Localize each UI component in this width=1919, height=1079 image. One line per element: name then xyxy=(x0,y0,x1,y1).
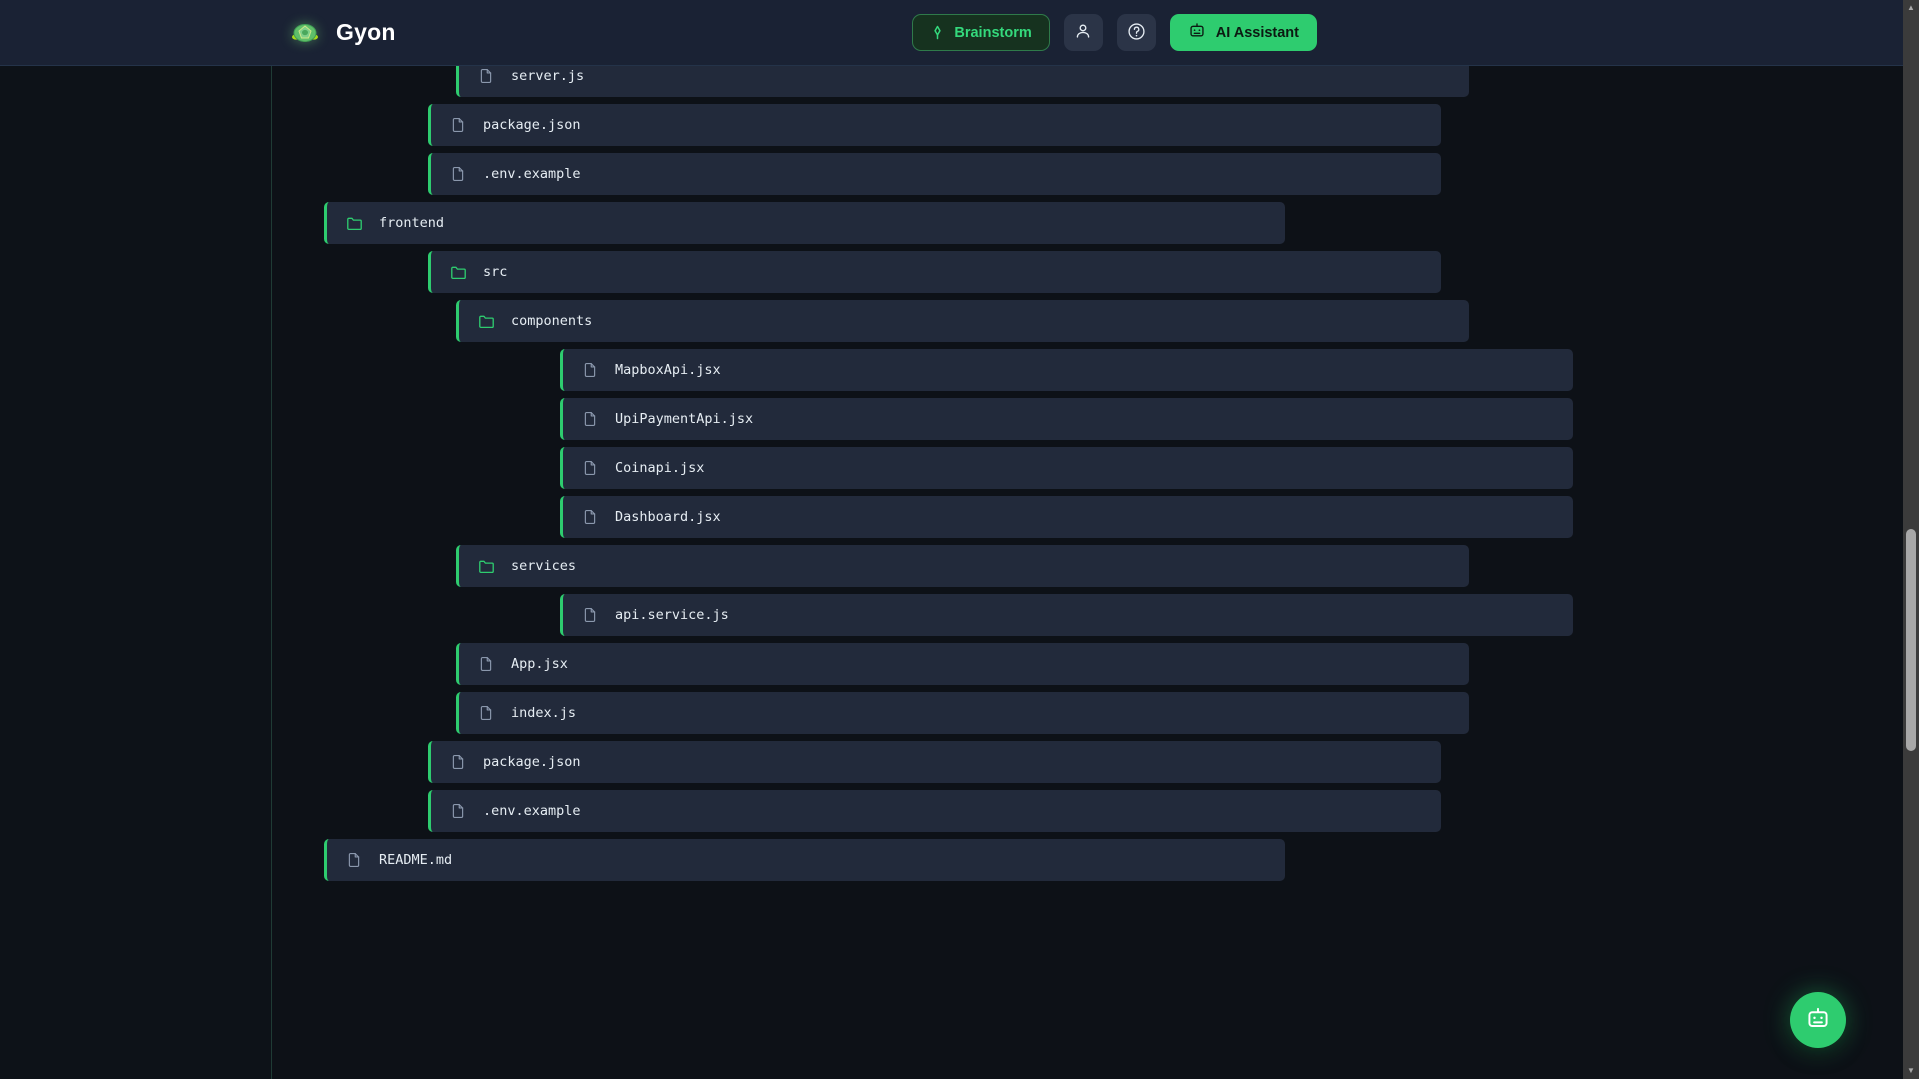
tree-row-label: Dashboard.jsx xyxy=(615,509,721,525)
file-document-icon xyxy=(581,410,599,428)
folder-icon xyxy=(449,263,467,281)
tree-row-label: .env.example xyxy=(483,166,581,182)
file-document-icon xyxy=(477,704,495,722)
file-document-icon xyxy=(449,753,467,771)
tree-row[interactable]: api.service.js xyxy=(560,594,1573,636)
tree-row[interactable]: server.js xyxy=(456,66,1469,97)
tree-row[interactable]: App.jsx xyxy=(456,643,1469,685)
caret-down-icon[interactable]: ▼ xyxy=(1907,1066,1915,1075)
folder-icon xyxy=(345,214,363,232)
file-tree: server.js package.json .env.example fronten… xyxy=(272,66,1573,881)
profile-button[interactable] xyxy=(1063,14,1103,51)
tree-row[interactable]: package.json xyxy=(428,741,1441,783)
tree-row-label: .env.example xyxy=(483,803,581,819)
tree-row-label: App.jsx xyxy=(511,656,568,672)
brainstorm-label: Brainstorm xyxy=(954,24,1032,41)
file-document-icon xyxy=(449,116,467,134)
file-document-icon xyxy=(581,459,599,477)
tree-row[interactable]: package.json xyxy=(428,104,1441,146)
brand-title: Gyon xyxy=(336,19,396,45)
file-document-icon xyxy=(477,655,495,673)
topbar-actions: Brainstorm xyxy=(912,14,1317,51)
ai-assistant-button[interactable]: AI Assistant xyxy=(1169,14,1317,51)
file-document-icon xyxy=(449,802,467,820)
vertical-scrollbar[interactable]: ▲ ▼ xyxy=(1903,0,1919,1079)
sparkle-diamond-icon xyxy=(930,25,945,40)
caret-up-icon[interactable]: ▲ xyxy=(1907,3,1915,12)
brainstorm-button[interactable]: Brainstorm xyxy=(912,14,1050,51)
scrollbar-thumb[interactable] xyxy=(1906,529,1916,751)
file-document-icon xyxy=(345,851,363,869)
tree-row[interactable]: components xyxy=(456,300,1469,342)
turtle-logo-icon xyxy=(288,18,322,48)
tree-row-label: src xyxy=(483,264,508,280)
question-mark-circle-icon xyxy=(1127,22,1146,44)
tree-row[interactable]: .env.example xyxy=(428,790,1441,832)
tree-row-label: frontend xyxy=(379,215,445,231)
tree-row[interactable]: UpiPaymentApi.jsx xyxy=(560,398,1573,440)
left-rail-panel xyxy=(0,66,272,1079)
tree-row-label: package.json xyxy=(483,754,581,770)
tree-row[interactable]: .env.example xyxy=(428,153,1441,195)
tree-row-label: MapboxApi.jsx xyxy=(615,362,721,378)
tree-row[interactable]: Dashboard.jsx xyxy=(560,496,1573,538)
tree-row[interactable]: services xyxy=(456,545,1469,587)
tree-row-label: package.json xyxy=(483,117,581,133)
folder-icon xyxy=(477,312,495,330)
tree-row[interactable]: src xyxy=(428,251,1441,293)
folder-icon xyxy=(477,557,495,575)
tree-row[interactable]: Coinapi.jsx xyxy=(560,447,1573,489)
brand[interactable]: Gyon xyxy=(288,18,396,48)
tree-row[interactable]: index.js xyxy=(456,692,1469,734)
tree-row-label: UpiPaymentApi.jsx xyxy=(615,411,754,427)
tree-row-label: Coinapi.jsx xyxy=(615,460,705,476)
ai-assistant-fab[interactable] xyxy=(1790,992,1846,1048)
tree-row-label: services xyxy=(511,558,577,574)
robot-bot-icon xyxy=(1805,1006,1831,1035)
file-document-icon xyxy=(477,67,495,85)
file-document-icon xyxy=(581,508,599,526)
user-person-icon xyxy=(1074,22,1092,43)
file-tree-scroll-region[interactable]: server.js package.json .env.example fronten… xyxy=(272,66,1903,1079)
tree-row-label: server.js xyxy=(511,68,585,84)
file-document-icon xyxy=(581,361,599,379)
page-body: server.js package.json .env.example fronten… xyxy=(0,66,1903,1079)
file-document-icon xyxy=(449,165,467,183)
ai-assistant-label: AI Assistant xyxy=(1215,24,1299,41)
tree-row[interactable]: frontend xyxy=(324,202,1285,244)
file-document-icon xyxy=(581,606,599,624)
robot-bot-icon xyxy=(1188,22,1206,44)
tree-row-label: README.md xyxy=(379,852,453,868)
tree-row[interactable]: README.md xyxy=(324,839,1285,881)
tree-row[interactable]: MapboxApi.jsx xyxy=(560,349,1573,391)
tree-row-label: index.js xyxy=(511,705,577,721)
help-button[interactable] xyxy=(1116,14,1156,51)
tree-row-label: api.service.js xyxy=(615,607,729,623)
tree-row-label: components xyxy=(511,313,593,329)
top-navigation-bar: Gyon Brainstorm xyxy=(0,0,1903,66)
